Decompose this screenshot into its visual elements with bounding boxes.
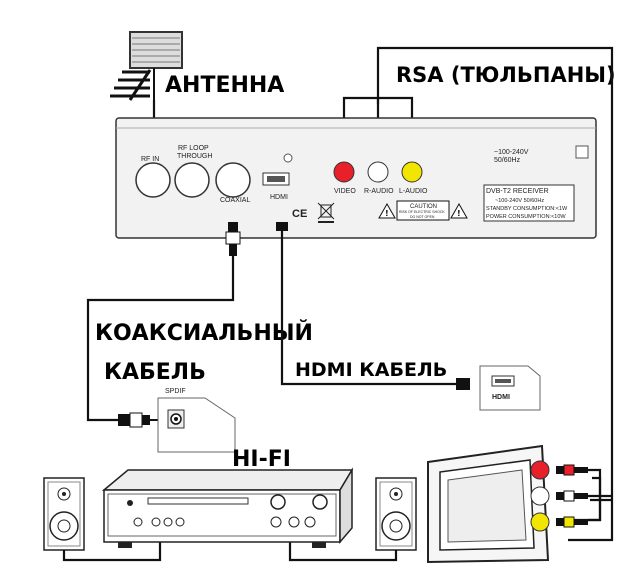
caution-line-2: DO NOT OPEN xyxy=(410,215,435,219)
tv-rca-plug-white xyxy=(556,490,588,502)
ce-mark: CE xyxy=(292,208,307,220)
svg-text:!: ! xyxy=(457,209,461,218)
amplifier-icon xyxy=(101,467,354,548)
rf-in-label: RF IN xyxy=(141,156,159,163)
tv-icon xyxy=(427,444,550,564)
spec-line-3: POWER CONSUMPTION:<10W xyxy=(486,214,566,220)
coaxial-port xyxy=(215,162,251,198)
tv-r-audio-jack xyxy=(530,486,550,506)
speaker-icon xyxy=(43,477,85,551)
power-label-1: ~100-240V xyxy=(494,149,529,156)
rf-loop-port xyxy=(174,162,210,198)
hdmi-plug-tv xyxy=(456,378,470,390)
spdif-label: SPDIF xyxy=(165,388,186,395)
model-title: DVB-T2 RECEIVER xyxy=(486,188,549,195)
tv-rca-plug-yellow xyxy=(556,516,588,528)
coax-cable-label-1: КОАКСИАЛЬНЫЙ xyxy=(95,320,313,346)
caution-title: CAUTION xyxy=(410,204,437,210)
tv-hdmi-label: HDMI xyxy=(492,394,510,401)
rf-loop-label-1: RF LOOP xyxy=(178,145,209,152)
spec-line-2: STANDBY CONSUMPTION:<1W xyxy=(486,206,568,212)
panel-screw xyxy=(283,153,293,163)
coax-cable-label-2: КАБЕЛЬ xyxy=(104,360,206,385)
coaxial-plug-spdif xyxy=(118,412,168,428)
video-label: VIDEO xyxy=(334,188,356,195)
coaxial-cable xyxy=(86,256,235,422)
spdif-port-box xyxy=(157,397,236,453)
r-audio-jack xyxy=(367,161,389,183)
hdmi-cable xyxy=(280,231,456,386)
spec-line-1: ~100-240V 50/60Hz xyxy=(495,198,544,204)
power-label-2: 50/60Hz xyxy=(494,157,521,164)
hdmi-port-label: HDMI xyxy=(270,194,288,201)
rca-cable-outer xyxy=(376,46,614,542)
tv-video-jack xyxy=(530,460,550,480)
rf-in-port xyxy=(135,162,171,198)
r-audio-label: R-AUDIO xyxy=(364,188,394,195)
antenna-label: АНТЕННА xyxy=(165,73,284,98)
rf-loop-label-2: THROUGH xyxy=(177,153,212,160)
model-label-box: DVB-T2 RECEIVER ~100-240V 50/60Hz STANDB… xyxy=(483,184,575,222)
recycle-bin-icon xyxy=(317,202,335,223)
svg-text:!: ! xyxy=(385,209,389,218)
antenna-icon xyxy=(110,31,183,101)
rsa-label: RSA (ТЮЛЬПАНЫ) xyxy=(396,63,616,87)
receiver-rear-panel xyxy=(115,117,597,239)
tv-hdmi-port-box xyxy=(479,365,541,411)
caution-line-1: RISK OF ELECTRIC SHOCK xyxy=(399,210,445,214)
speaker-right-icon xyxy=(375,477,417,551)
l-audio-jack xyxy=(401,161,423,183)
caution-block: ! CAUTION RISK OF ELECTRIC SHOCK DO NOT … xyxy=(378,200,468,221)
coaxial-plug xyxy=(225,222,241,256)
warning-icon xyxy=(450,202,468,219)
hdmi-plug-receiver xyxy=(276,222,288,231)
hifi-label: HI-FI xyxy=(232,447,291,472)
hdmi-cable-label: HDMI КАБЕЛЬ xyxy=(295,359,447,381)
l-audio-label: L-AUDIO xyxy=(399,188,428,195)
speaker-wire-right xyxy=(288,540,398,562)
coaxial-label: COAXIAL xyxy=(220,197,250,204)
tv-l-audio-jack xyxy=(530,512,550,532)
video-jack xyxy=(333,161,355,183)
speaker-wire-left xyxy=(62,540,162,562)
tv-rca-plug-red xyxy=(556,464,588,476)
